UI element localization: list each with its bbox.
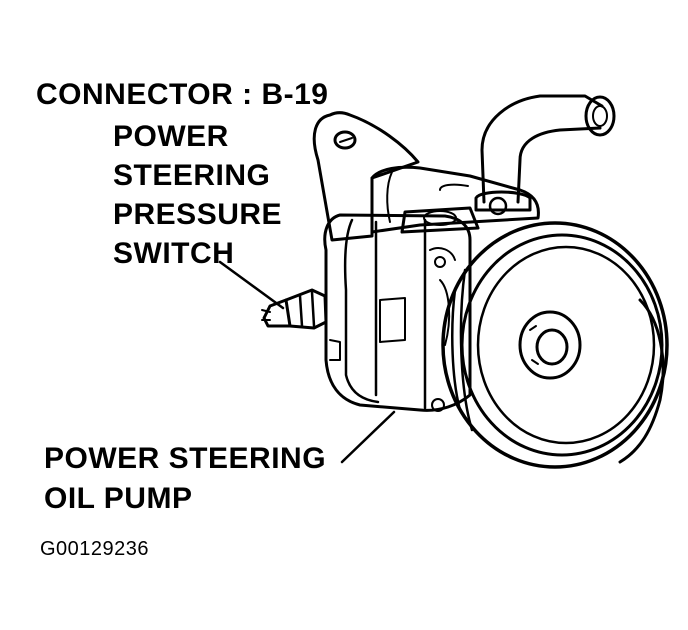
pulley-rim	[460, 233, 664, 457]
pump-label-line1: POWER STEERING	[44, 442, 327, 475]
pressure-switch	[284, 288, 328, 330]
mounting-bracket	[312, 111, 420, 242]
reservoir-fitting	[400, 206, 480, 234]
pipe-end	[584, 95, 616, 137]
switch-label-line2: STEERING	[113, 159, 271, 192]
switch-label-line1: POWER	[113, 120, 229, 153]
pulley-hub	[518, 310, 582, 380]
pump-body	[323, 213, 472, 412]
pump-label-line2: OIL PUMP	[44, 482, 193, 515]
bracket-hole	[333, 130, 357, 150]
outlet-pipe	[480, 94, 604, 204]
pump-upper-housing	[370, 165, 540, 234]
pump-leader-line	[340, 410, 396, 464]
switch-label-line4: SWITCH	[113, 237, 235, 270]
figure-code: G00129236	[40, 538, 150, 560]
connector-label: CONNECTOR : B-19	[36, 78, 329, 111]
switch-leader-line	[218, 260, 285, 310]
switch-label-line3: PRESSURE	[113, 198, 283, 231]
pulley-outer	[441, 221, 669, 469]
